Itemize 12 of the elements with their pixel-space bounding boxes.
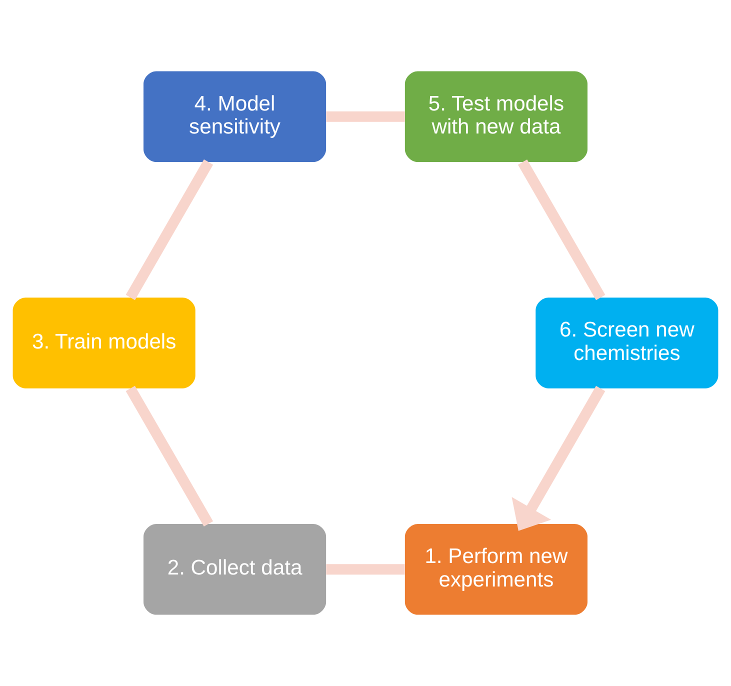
connector [326, 564, 405, 575]
node-box: 3. Train models [12, 298, 196, 388]
arrow [512, 386, 606, 531]
node-box: 6. Screen new chemistries [536, 298, 718, 388]
connector [518, 160, 606, 300]
node-box: 2. Collect data [144, 524, 326, 615]
connector [126, 386, 214, 526]
node-box: 5. Test models with new data [404, 71, 588, 162]
node-box: 4. Model sensitivity [144, 71, 326, 162]
connector [126, 159, 214, 300]
node-box: 1. Perform new experiments [404, 524, 588, 615]
connector [326, 111, 405, 122]
